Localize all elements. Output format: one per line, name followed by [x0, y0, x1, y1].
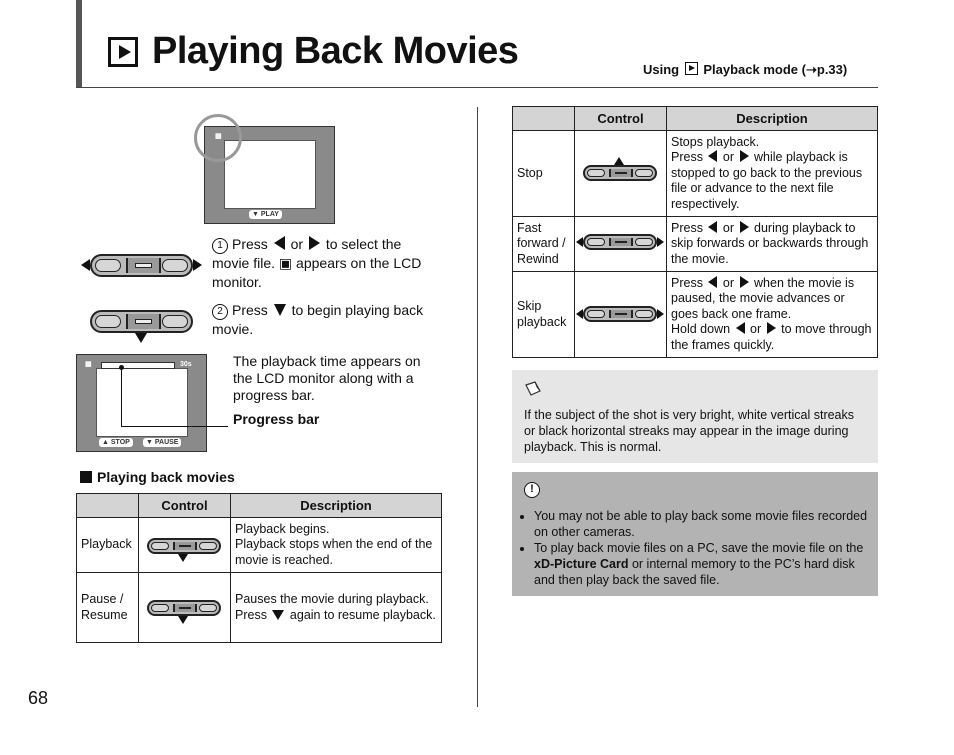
left-arrow-icon — [708, 275, 718, 288]
caution-item: You may not be able to play back some mo… — [534, 508, 868, 540]
column-header: Description — [666, 106, 878, 131]
memo-text: If the subject of the shot is very brigh… — [524, 408, 855, 454]
page-title: Playing Back Movies — [108, 30, 519, 73]
page-title-text: Playing Back Movies — [152, 30, 519, 72]
memo-box: If the subject of the shot is very brigh… — [512, 370, 878, 463]
left-arrow-icon — [735, 322, 745, 335]
control-description: Stops playback. Press or while playback … — [666, 130, 878, 217]
leader-dot — [119, 365, 124, 370]
right-arrow-icon — [766, 322, 776, 335]
right-arrow-icon — [657, 309, 664, 319]
control-description: Press or during playback to skip forward… — [666, 216, 878, 272]
table-row: Playback Playback begins. Playback stops… — [76, 517, 442, 573]
control-illustration — [574, 271, 667, 358]
down-arrow-icon — [178, 616, 188, 624]
pause-chip: ▼ PAUSE — [143, 438, 182, 447]
control-illustration — [138, 572, 231, 643]
table-row: Pause / Resume Pauses the movie during p… — [76, 572, 442, 643]
column-header: Control — [574, 106, 667, 131]
caution-icon: ! — [524, 482, 540, 498]
lcd-screen — [224, 140, 316, 209]
progress-bar — [101, 362, 175, 369]
left-arrow-icon — [576, 309, 583, 319]
page-reference-link[interactable]: ➝p.33) — [805, 62, 848, 77]
using-suffix: Playback mode ( — [703, 62, 806, 77]
table-row: Skip playback Press or when the movie is… — [512, 271, 878, 358]
playback-time: 30s — [180, 361, 192, 368]
control-illustration — [574, 216, 667, 272]
column-header: Description — [230, 493, 442, 518]
left-arrow-icon — [81, 259, 90, 271]
progress-note: The playback time appears on the LCD mon… — [233, 353, 421, 403]
left-arrow-icon — [708, 150, 718, 163]
dpad-illustration — [90, 310, 193, 333]
advanced-controls-table: Control Description Stop Stops playback.… — [512, 106, 878, 358]
leader-line — [121, 426, 228, 427]
control-description: Pauses the movie during playback. Press … — [230, 572, 442, 643]
column-header: Control — [138, 493, 231, 518]
play-chip: ▼ PLAY — [249, 210, 282, 219]
caution-item: To play back movie files on a PC, save t… — [534, 540, 868, 588]
right-arrow-icon — [739, 150, 749, 163]
lcd-monitor-playback: ▦ 30s ▲ STOP ▼ PAUSE — [76, 354, 207, 452]
left-arrow-icon — [273, 236, 285, 250]
dpad-illustration — [90, 254, 193, 277]
play-mode-icon — [108, 36, 138, 67]
control-name: Pause / Resume — [76, 572, 139, 643]
control-name: Stop — [512, 130, 575, 217]
lcd-monitor-select: ▦ ▼ PLAY — [204, 126, 335, 224]
caution-list: You may not be able to play back some mo… — [522, 508, 868, 588]
right-arrow-icon — [739, 220, 749, 233]
down-arrow-icon — [272, 609, 285, 620]
play-mode-icon — [684, 62, 698, 75]
right-arrow-icon — [308, 236, 320, 250]
control-description: Playback begins. Playback stops when the… — [230, 517, 442, 573]
header-bar — [76, 0, 82, 88]
column-divider — [477, 107, 478, 707]
control-description: Press or when the movie is paused, the m… — [666, 271, 878, 358]
up-arrow-icon — [614, 157, 624, 165]
down-arrow-icon — [135, 333, 147, 343]
table-row: Fast forward / Rewind Press or during pl… — [512, 216, 878, 272]
right-arrow-icon — [739, 275, 749, 288]
square-bullet-icon — [80, 471, 92, 483]
leader-line — [121, 367, 122, 427]
left-arrow-icon — [576, 237, 583, 247]
movie-icon: ▦ — [85, 361, 92, 368]
caution-box: ! You may not be able to play back some … — [512, 472, 878, 596]
control-illustration — [138, 517, 231, 573]
stop-chip: ▲ STOP — [99, 438, 133, 447]
right-arrow-icon — [657, 237, 664, 247]
control-illustration — [574, 130, 667, 217]
step-number: 2 — [212, 304, 228, 320]
mode-reference: Using Playback mode (➝p.33) — [643, 62, 847, 78]
step-number: 1 — [212, 238, 228, 254]
right-arrow-icon — [193, 259, 202, 271]
down-arrow-icon — [178, 554, 188, 562]
control-name: Fast forward / Rewind — [512, 216, 575, 272]
control-name: Playback — [76, 517, 139, 573]
section-heading: Playing back movies — [80, 469, 235, 485]
table-row: Stop Stops playback. Press or while play… — [512, 130, 878, 217]
highlight-circle — [194, 114, 242, 162]
header-rule — [76, 87, 878, 88]
playback-controls-table: Control Description Playback Playback be… — [76, 493, 442, 643]
using-prefix: Using — [643, 62, 680, 77]
lcd-screen — [96, 368, 188, 437]
page-number: 68 — [28, 688, 49, 708]
progress-bar-label: Progress bar — [233, 411, 320, 427]
movie-icon: ▣ — [278, 255, 293, 271]
memo-icon — [525, 381, 541, 396]
down-arrow-icon — [273, 304, 286, 316]
control-name: Skip playback — [512, 271, 575, 358]
left-arrow-icon — [708, 220, 718, 233]
